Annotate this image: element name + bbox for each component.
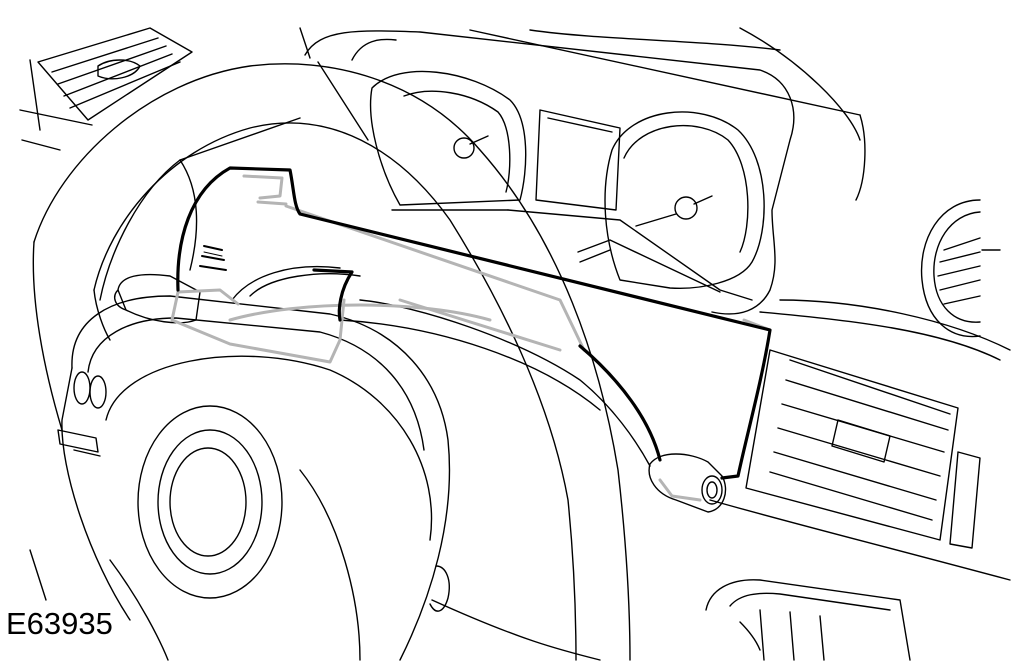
dashboard-contours [431,29,1011,661]
center-display [535,109,621,211]
warning-symbol [199,245,227,271]
right-round-vent [920,199,981,338]
figure-id-label: E63935 [4,606,115,642]
steering-wheel-buttons [57,371,107,457]
left-air-vent [19,27,193,151]
left-gauge [369,70,527,206]
center-air-vent [745,349,981,549]
lower-air-vent [705,579,911,661]
steering-wheel-hub [61,295,451,661]
column-shroud [231,265,651,467]
harness-route [176,166,772,480]
left-stalk [114,273,201,324]
right-gauge [604,111,765,289]
hidden-lines [170,174,772,502]
instrument-cluster-housing [299,27,866,315]
right-stalk [648,453,727,513]
cluster-lower-trim [391,209,753,301]
steering-wheel-rim [32,63,631,661]
lower-left-trim [29,117,301,661]
